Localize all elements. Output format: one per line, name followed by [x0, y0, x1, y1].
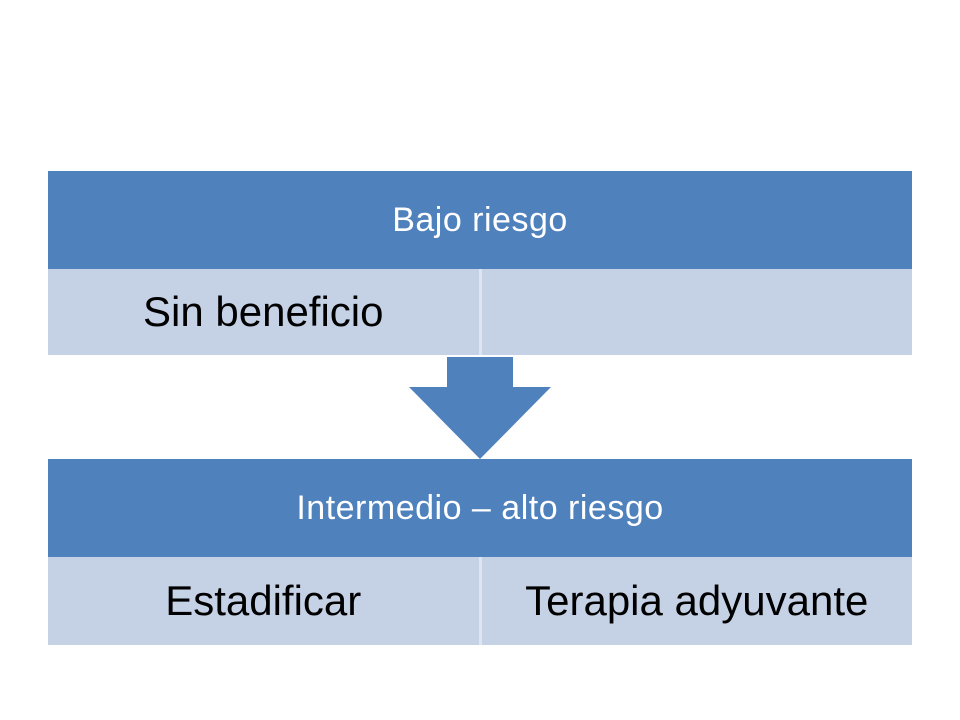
low-risk-cell-benefit: Sin beneficio: [48, 269, 479, 355]
down-arrow-shape: [409, 357, 551, 459]
low-risk-header: Bajo riesgo: [48, 171, 912, 269]
cell-adjuvant-therapy: Terapia adyuvante: [478, 557, 912, 645]
low-risk-cell-empty: [478, 269, 912, 355]
low-risk-row: Sin beneficio: [48, 269, 912, 357]
intermediate-high-risk-header: Intermedio – alto riesgo: [48, 459, 912, 557]
down-arrow-icon: [409, 357, 551, 459]
intermediate-high-risk-row: Estadificar Terapia adyuvante: [48, 557, 912, 647]
cell-staging: Estadificar: [48, 557, 479, 645]
low-risk-block: Bajo riesgo Sin beneficio: [48, 171, 912, 357]
intermediate-high-risk-block: Intermedio – alto riesgo Estadificar Ter…: [48, 459, 912, 647]
